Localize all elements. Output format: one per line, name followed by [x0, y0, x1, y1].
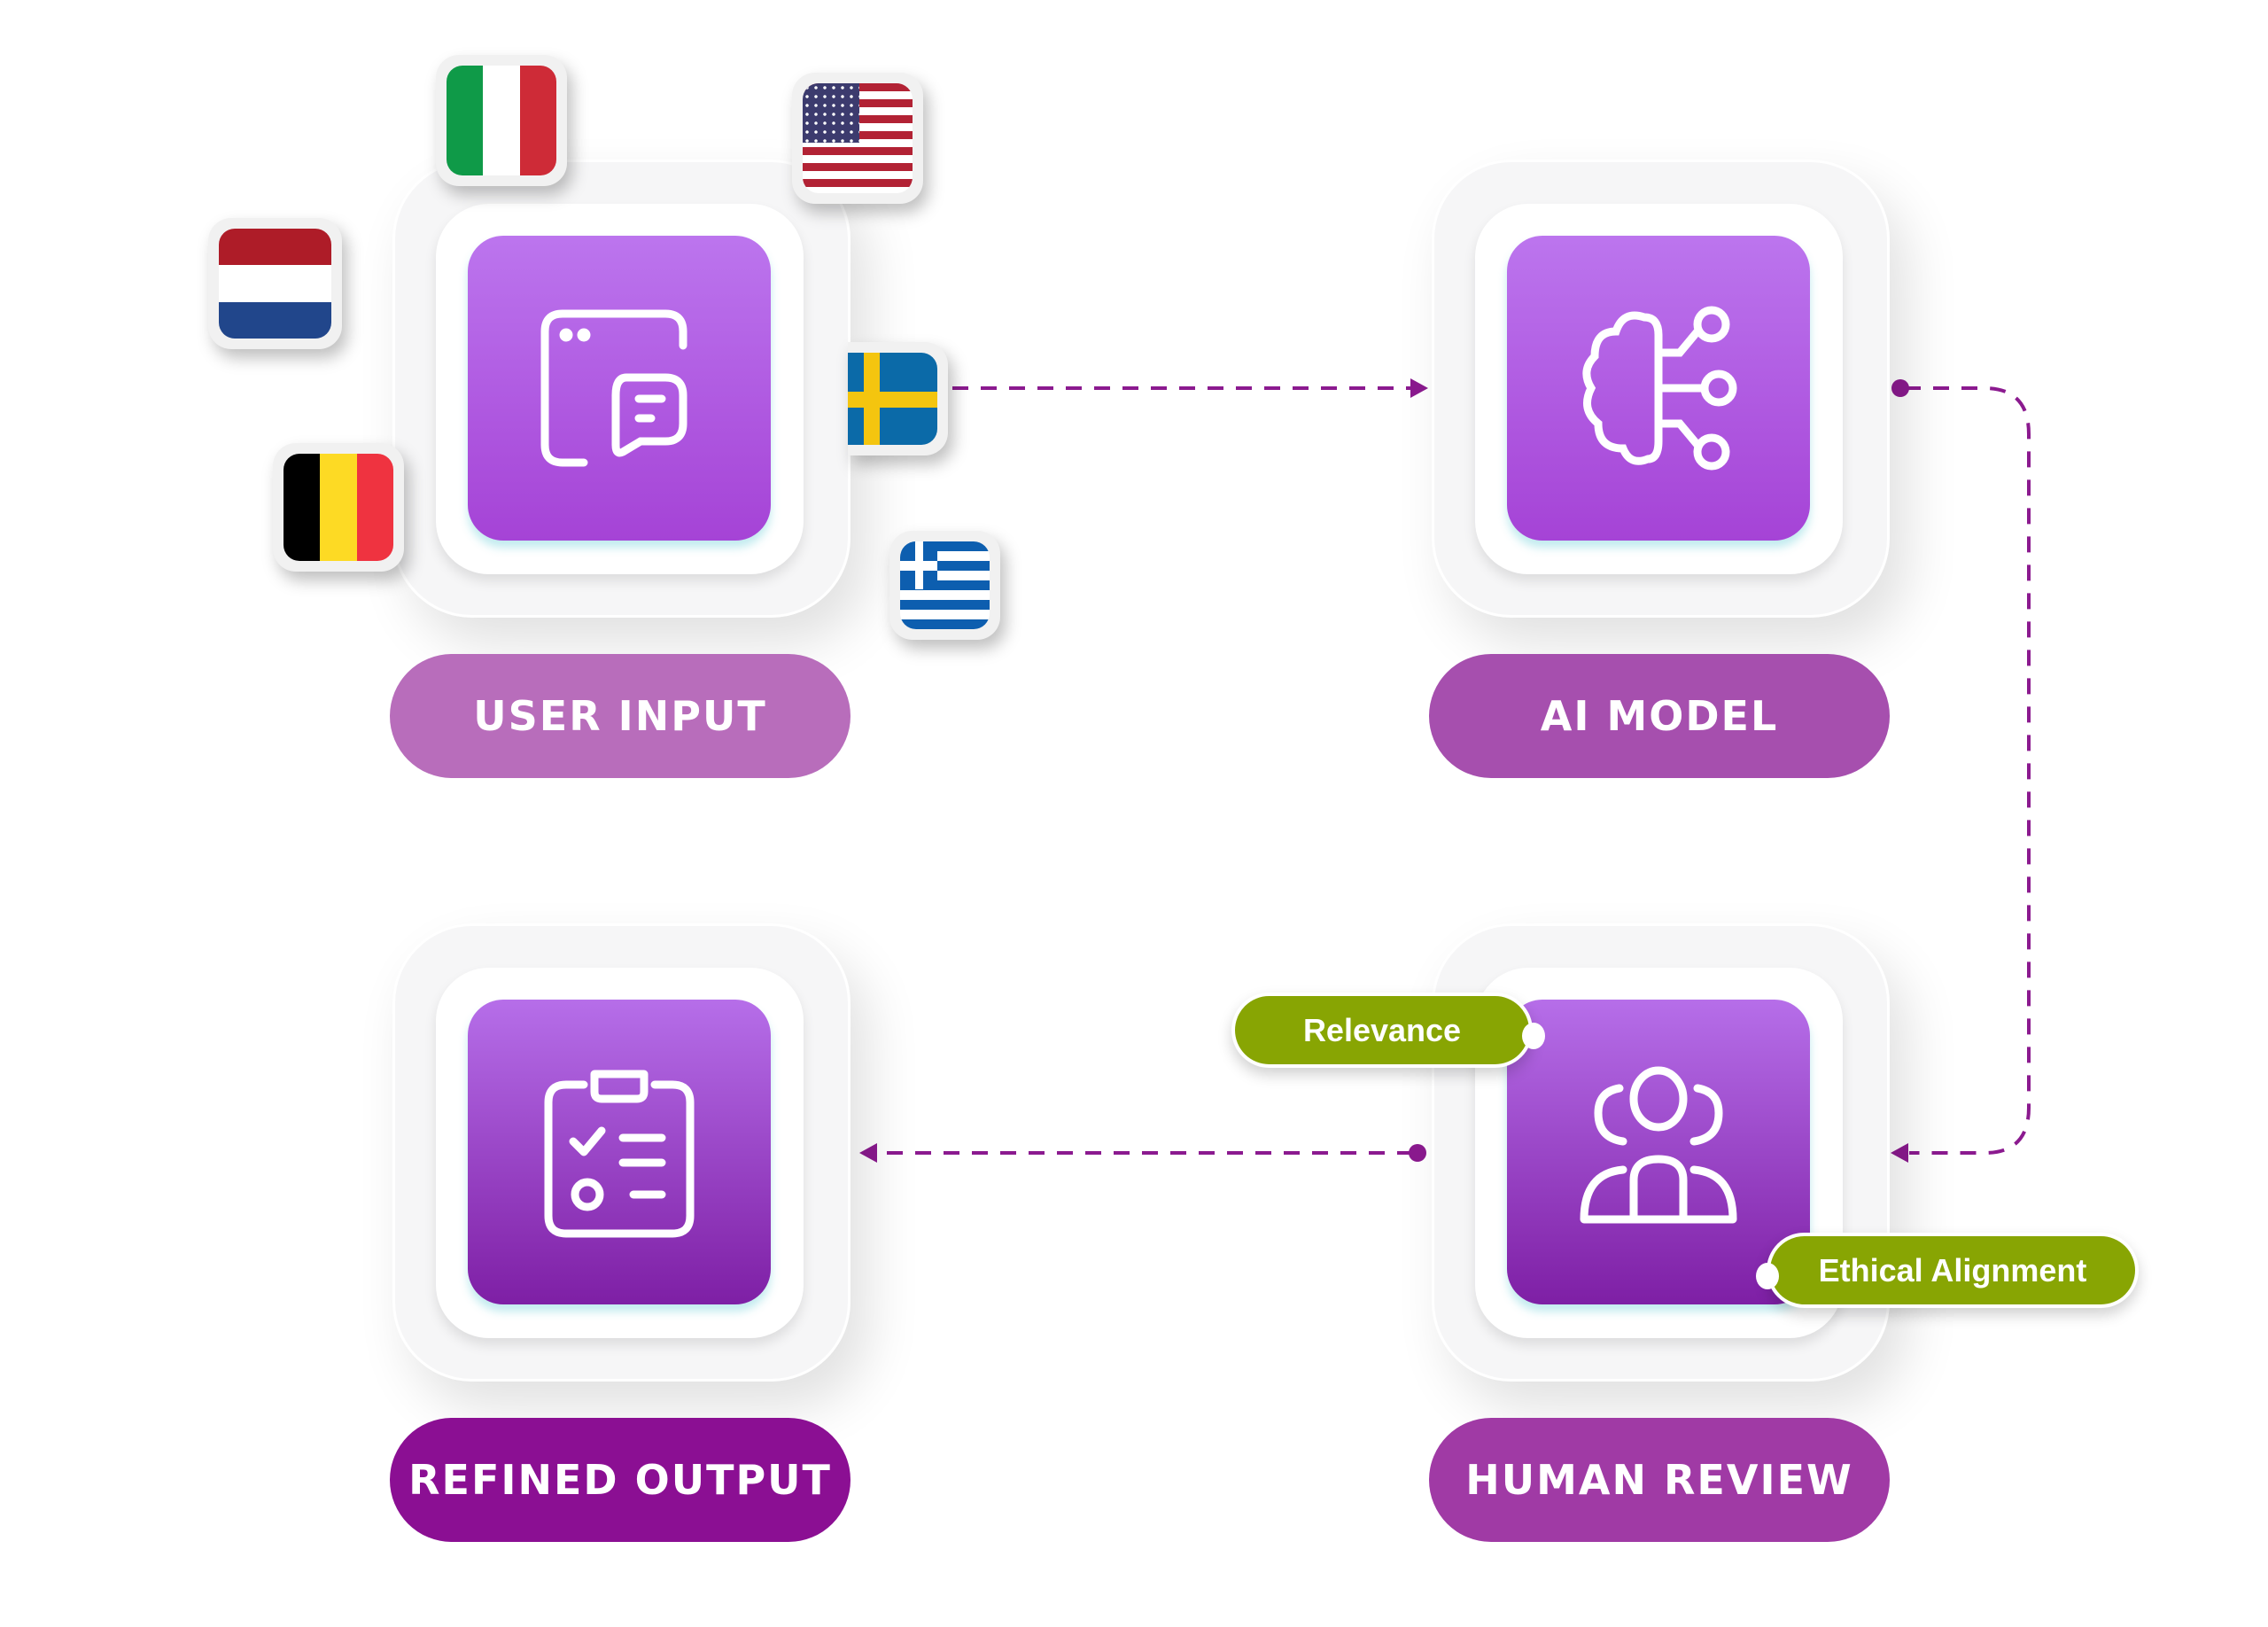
usa-flag-icon [792, 73, 923, 204]
human-review-card [1432, 923, 1890, 1382]
arrowhead-to-model [1410, 378, 1428, 398]
ai-model-card [1432, 160, 1890, 618]
ai-model-label: AI MODEL [1429, 654, 1890, 778]
relevance-tag: Relevance [1231, 993, 1533, 1068]
greece-flag-icon [889, 531, 1000, 640]
relevance-connector-knob [1522, 1023, 1545, 1049]
ethical-alignment-tag: Ethical Alignment [1767, 1233, 2139, 1308]
connector-dot [1891, 379, 1909, 397]
clipboard-checklist-icon [544, 1070, 695, 1238]
belgium-flag-icon [273, 443, 404, 572]
refined-output-label: REFINED OUTPUT [390, 1418, 850, 1542]
arrowhead-to-output [859, 1143, 877, 1163]
connector-model-to-review [1905, 386, 2031, 1155]
sweden-flag-icon [848, 342, 948, 455]
chat-window-icon [540, 309, 687, 467]
arrowhead-to-review [1891, 1143, 1908, 1163]
user-input-card [392, 160, 850, 618]
user-input-label: USER INPUT [390, 654, 850, 778]
human-review-label: HUMAN REVIEW [1429, 1418, 1890, 1542]
brain-network-icon [1582, 306, 1737, 471]
refined-output-card [392, 923, 850, 1382]
netherlands-flag-icon [208, 218, 342, 349]
connector-dot [1409, 1144, 1426, 1162]
users-icon [1580, 1066, 1737, 1224]
ethical-alignment-connector-knob [1756, 1263, 1779, 1289]
italy-flag-icon [436, 55, 567, 186]
